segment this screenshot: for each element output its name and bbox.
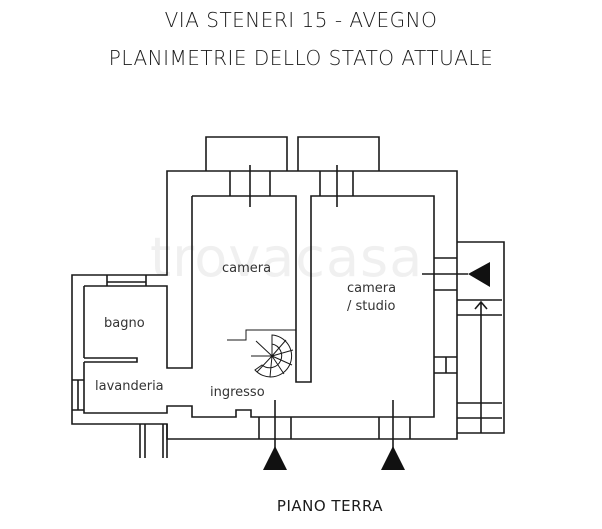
- entrance-arrow-icon: [263, 446, 287, 470]
- room-label-bagno: bagno: [104, 316, 145, 331]
- room-label-camera: camera: [222, 261, 272, 276]
- room-label-lavanderia: lavanderia: [95, 379, 164, 394]
- room-label-ingresso: ingresso: [210, 385, 265, 400]
- window-right-lower: [434, 356, 457, 374]
- entrance-arrow-icon: [468, 262, 490, 287]
- external-stair: [457, 241, 505, 434]
- plan-address-title: VIA STENERI 15 - AVEGNO: [164, 8, 438, 32]
- room-label-camera-studio: camera: [347, 281, 397, 296]
- plan-subtitle: PLANIMETRIE DELLO STATO ATTUALE: [108, 46, 494, 70]
- door-bottom-left: [258, 417, 292, 439]
- balcony-right: [297, 136, 380, 171]
- window-bagno: [106, 275, 147, 286]
- passage: [139, 424, 168, 458]
- window-lavanderia: [72, 379, 84, 411]
- window-top-left: [229, 165, 271, 207]
- window-top-right: [319, 165, 354, 207]
- balcony-left: [205, 136, 288, 171]
- spiral-staircase: [227, 329, 296, 378]
- bagno-partition: [84, 357, 138, 363]
- inner-wall-camera: [83, 195, 435, 418]
- floor-label: PIANO TERRA: [276, 497, 384, 515]
- window-right: [434, 257, 457, 291]
- room-label-studio: / studio: [347, 299, 396, 314]
- entrance-arrow-icon: [381, 446, 405, 470]
- bagno-room: [83, 285, 168, 358]
- door-bottom-right: [378, 417, 411, 439]
- watermark: trovacasa: [150, 226, 424, 289]
- inner-wall-left: [166, 196, 193, 369]
